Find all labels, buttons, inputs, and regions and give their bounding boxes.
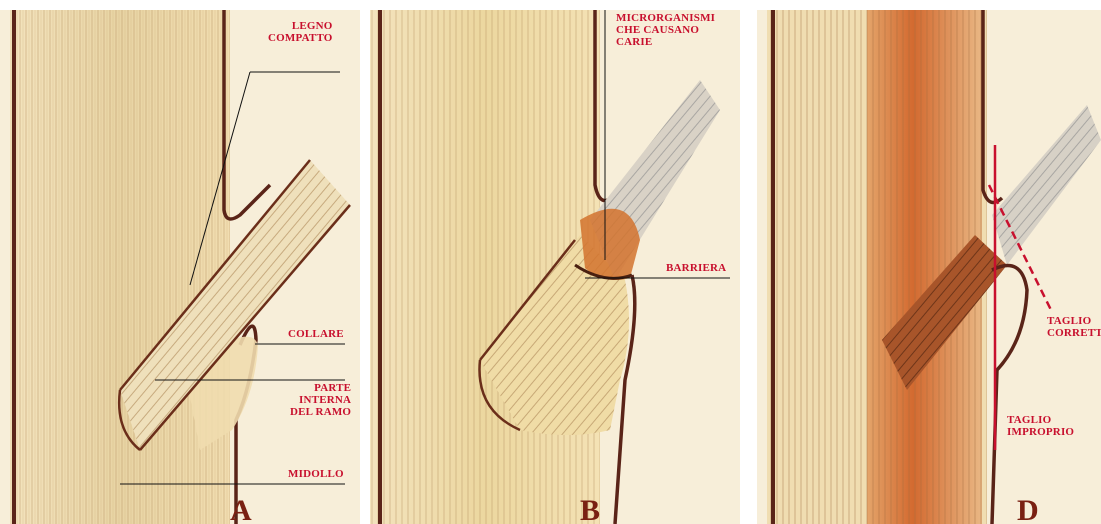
label-midollo: Midollo bbox=[288, 468, 344, 480]
panel-a: Legno compatto Collare Parte interna del… bbox=[0, 10, 360, 524]
label-parte-interna: Parte interna del ramo bbox=[290, 382, 351, 418]
label-taglio-improprio: Taglio improprio bbox=[1007, 414, 1074, 438]
label-barriera: Barriera bbox=[666, 262, 726, 274]
panel-letter-b: B bbox=[580, 494, 600, 524]
label-legno-compatto: Legno compatto bbox=[268, 20, 333, 44]
panel-d: Taglio corretto Taglio improprio D bbox=[757, 10, 1101, 524]
label-taglio-corretto: Taglio corretto bbox=[1047, 315, 1101, 339]
panel-letter-a: A bbox=[230, 494, 252, 524]
panel-a-illustration bbox=[0, 10, 360, 524]
panel-letter-d: D bbox=[1017, 494, 1039, 524]
label-microrganismi: Microrganismi che causano carie bbox=[616, 12, 715, 48]
panel-b: Microrganismi che causano carie Barriera… bbox=[370, 10, 740, 524]
label-collare: Collare bbox=[288, 328, 344, 340]
panel-d-illustration bbox=[757, 10, 1101, 524]
